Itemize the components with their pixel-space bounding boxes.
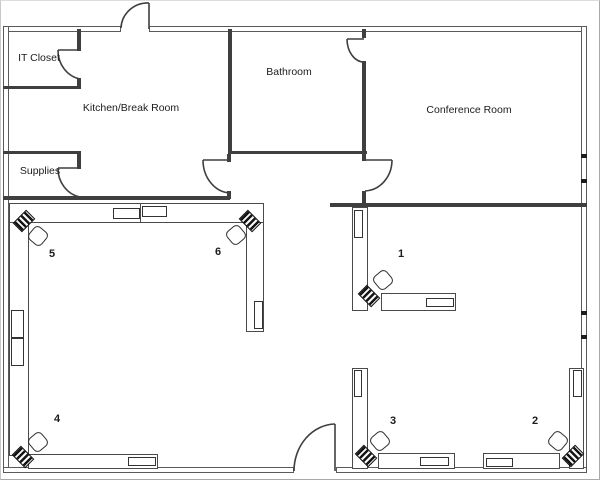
desk-drawer: [11, 310, 24, 338]
door-arc: [57, 49, 81, 80]
wall-kitchen-stub-bottom: [227, 191, 231, 199]
workstation-label-3: 3: [389, 415, 397, 427]
window-marker-icon: [581, 154, 587, 158]
desk-drawer: [573, 370, 582, 397]
door-arc: [293, 423, 336, 472]
wall-itcloset-right-bottom: [77, 78, 81, 89]
desk-drawer: [354, 210, 363, 238]
desk-drawer: [486, 458, 513, 467]
workstation-label-6: 6: [214, 246, 222, 258]
chair-icon: [224, 223, 248, 247]
room-label-supplies: Supplies: [19, 165, 61, 177]
wall-itcloset-right-top: [77, 29, 81, 51]
room-label-it-closet: IT Closet: [18, 52, 60, 64]
door-arc: [202, 159, 231, 194]
desk-drawer: [254, 301, 263, 329]
chair-icon: [546, 429, 570, 453]
wall-itcloset-bottom: [3, 86, 81, 89]
desk-drawer: [128, 457, 156, 466]
room-label-kitchen: Kitchen/Break Room: [82, 102, 180, 114]
wall-bottom-right: [336, 467, 587, 473]
chair-icon: [26, 224, 50, 248]
wall-bathroom-conference-1: [362, 29, 366, 38]
wall-supplies-right: [77, 151, 81, 169]
workstation-label-2: 2: [531, 415, 539, 427]
workstation-label-5: 5: [48, 248, 56, 260]
desk-drawer: [420, 457, 449, 466]
wall-top-right: [149, 26, 587, 32]
chair-icon: [26, 430, 50, 454]
desk-drawer: [426, 298, 454, 307]
door-arc: [57, 167, 81, 198]
door-arc: [346, 38, 365, 63]
window-marker-icon: [581, 179, 587, 183]
chair-icon: [368, 429, 392, 453]
wall-conference-bottom: [330, 203, 587, 207]
door-arc: [120, 2, 150, 29]
room-label-conference: Conference Room: [426, 104, 512, 116]
desk-drawer: [354, 370, 362, 397]
desk-divider: [140, 203, 141, 223]
wall-bathroom-conference-3: [362, 191, 366, 207]
wall-bathroom-bottom: [228, 151, 367, 154]
desk-drawer: [142, 206, 167, 217]
wall-top-left: [3, 26, 121, 32]
workstation-label-1: 1: [397, 248, 405, 260]
window-marker-icon: [581, 335, 587, 339]
chair-icon: [371, 268, 395, 292]
desk-drawer: [113, 208, 140, 219]
room-label-bathroom: Bathroom: [266, 66, 312, 78]
workstation-label-4: 4: [53, 413, 61, 425]
window-marker-icon: [581, 311, 587, 315]
wall-bathroom-conference-2: [362, 61, 366, 161]
wall-kitchen-stub-top: [227, 154, 231, 162]
wall-supplies-top: [3, 151, 81, 154]
wall-kitchen-bottom: [3, 196, 230, 200]
desk-drawer: [11, 338, 24, 366]
door-arc: [364, 159, 393, 192]
wall-kitchen-bathroom: [228, 29, 232, 154]
